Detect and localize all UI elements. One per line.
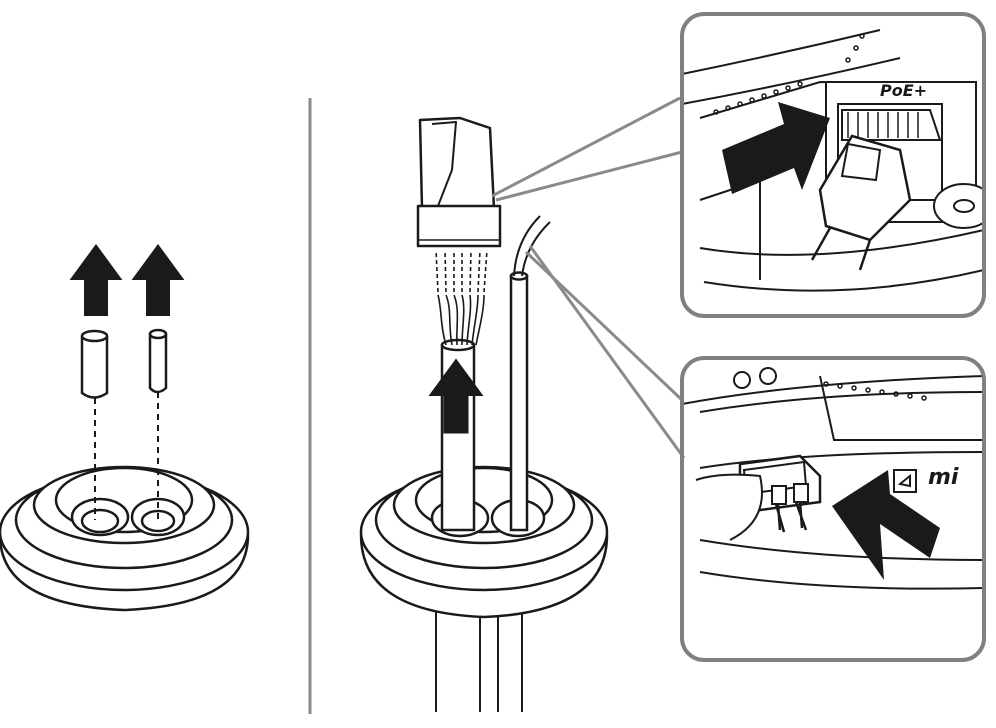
- rj45-connector: [416, 116, 502, 248]
- plug-small: [148, 328, 168, 394]
- left-grommet-scene: [0, 244, 250, 612]
- mic-label: mi: [928, 465, 959, 490]
- up-arrow-icon: [69, 244, 123, 316]
- middle-grommet-scene: [359, 116, 609, 712]
- right-arrow-icon: [722, 102, 830, 194]
- plug-large: [80, 329, 109, 399]
- inset-border-top: [680, 12, 986, 318]
- inset-border-bottom: [680, 356, 986, 662]
- dashed-guides-left: [94, 392, 159, 520]
- callout-lines: [491, 96, 686, 459]
- poe-label: PoE+: [880, 81, 927, 100]
- power-cable: [509, 215, 551, 532]
- inset-power-terminal: mi: [680, 356, 986, 662]
- middle-grommet: [359, 465, 609, 619]
- inset-poe-port: PoE+: [680, 12, 986, 318]
- lan-wires: [435, 249, 488, 346]
- left-grommet: [0, 465, 250, 612]
- right-arrow-icon: [832, 470, 940, 580]
- up-arrow-icon: [131, 244, 185, 316]
